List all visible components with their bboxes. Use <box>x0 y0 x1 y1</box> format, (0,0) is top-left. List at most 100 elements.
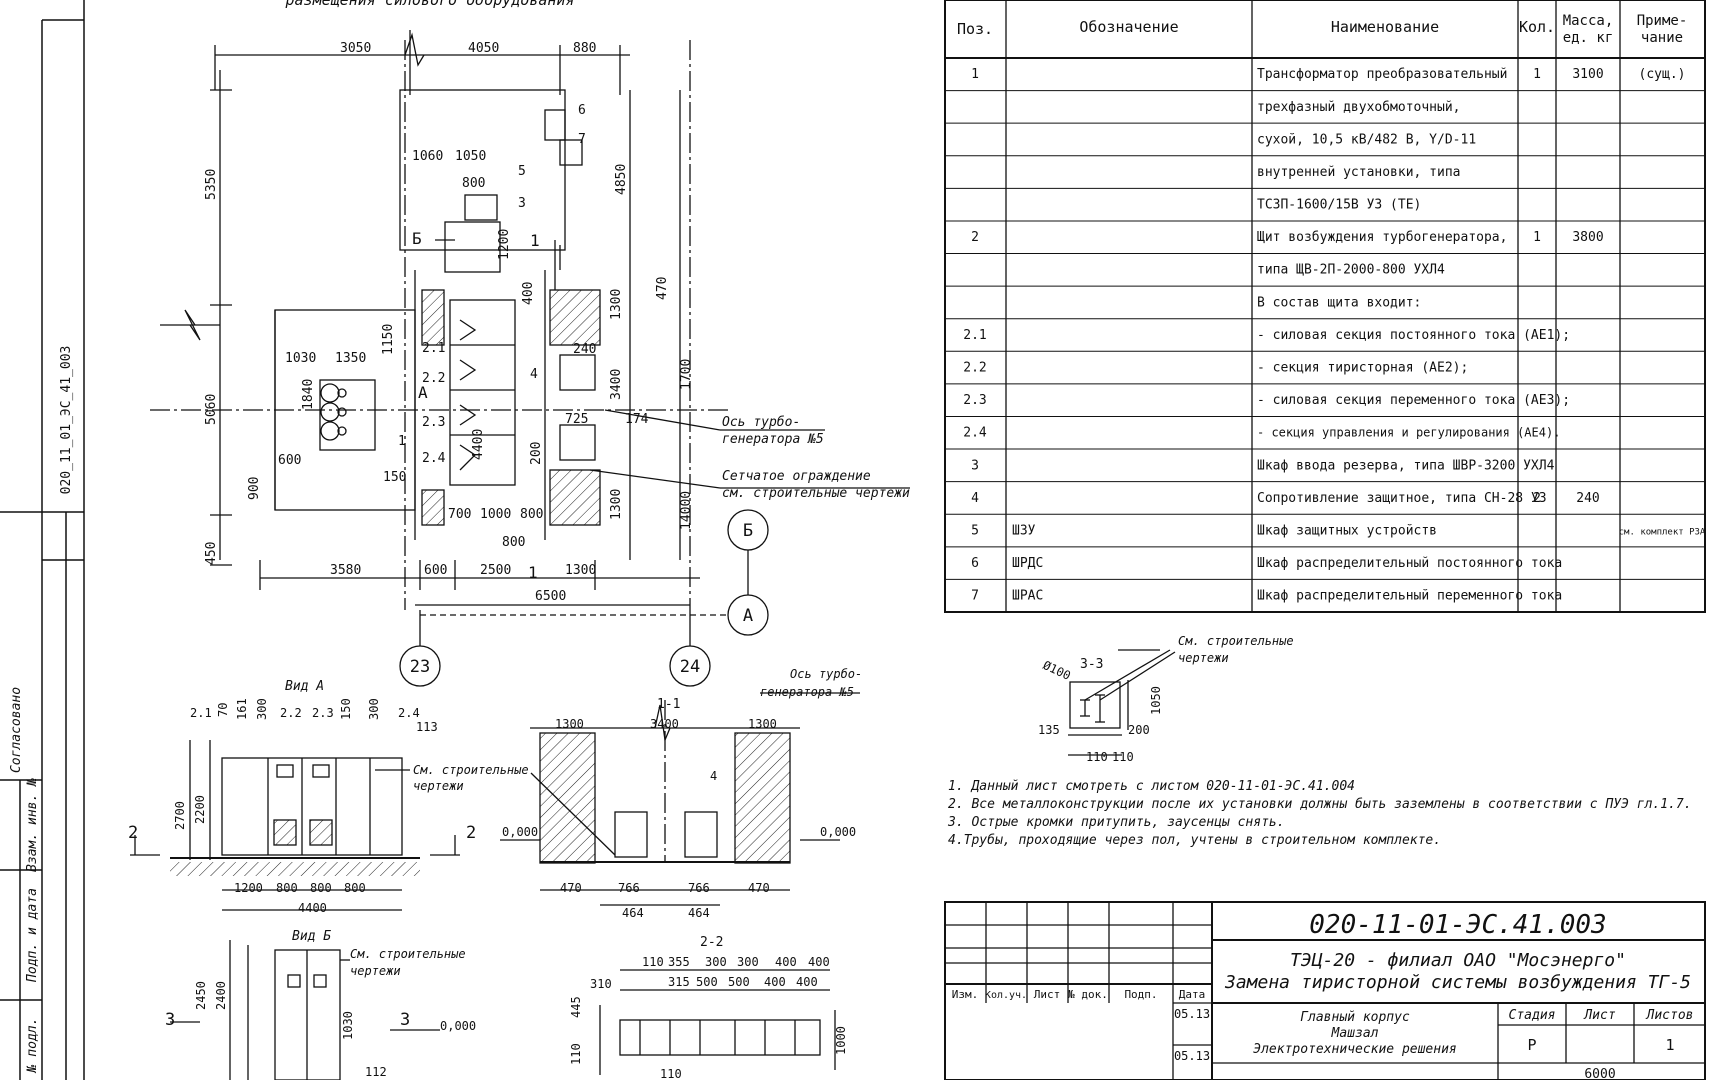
section-3-3-note-2: чертежи <box>1178 651 1229 665</box>
view-a-dim-top-8: 300 <box>367 698 381 720</box>
title-date-1: 05.13 <box>1174 1007 1210 1021</box>
plan-dim-inner-3: 800 <box>462 176 485 191</box>
title-sheets-value: 1 <box>1665 1036 1674 1054</box>
spec-cell-r9-c0: 2.2 <box>963 360 986 375</box>
spec-header-name: Наименование <box>1331 18 1439 36</box>
plan-label-5: 5 <box>518 164 526 179</box>
spec-cell-r10-c0: 2.3 <box>963 393 986 408</box>
spec-cell-r5-c4: 3800 <box>1572 230 1603 245</box>
title-bottom-value: 6000 <box>1584 1067 1615 1080</box>
section-1-1-dim-bottom-2: 766 <box>618 881 640 895</box>
plan-label-b: Б <box>412 229 422 248</box>
plan-fence-text-1: Сетчатое ограждение <box>722 469 871 484</box>
view-a-marker-right: 2 <box>466 823 476 843</box>
plan-label-section-1-bottom: 1 <box>528 563 538 582</box>
title-col-change: Изм. <box>952 988 979 1001</box>
spec-cell-r15-c2: Шкаф распределительный постоянного тока <box>1257 556 1562 571</box>
section-2-2-dim-left-2: 445 <box>569 996 583 1018</box>
section-1-1-label-4: 4 <box>710 769 717 783</box>
section-1-1-dim-bottom-1: 470 <box>560 881 582 895</box>
section-2-2-dim-top2-5: 400 <box>796 975 818 989</box>
plan-dim-inner-8: 1150 <box>381 324 396 355</box>
view-a-dim-top-4: 300 <box>255 698 269 720</box>
spec-cell-r16-c0: 7 <box>971 589 979 604</box>
title-date-2: 05.13 <box>1174 1049 1210 1063</box>
view-marker-a: A <box>743 606 753 626</box>
spec-cell-r0-c0: 1 <box>971 67 979 82</box>
section-2-2-dim-top1-4: 300 <box>737 955 759 969</box>
section-3-3-note-1: См. строительные <box>1178 634 1294 648</box>
spec-cell-r12-c2: Шкаф ввода резерва, типа ШВР-3200 УХЛ4 <box>1257 458 1555 473</box>
top-title: размещения силового оборудования <box>285 0 575 9</box>
spec-header-mass: Масса,ед. кг <box>1563 13 1614 46</box>
plan-dim-total-bottom: 6500 <box>535 589 566 604</box>
view-a-dim-bottom-2: 800 <box>276 881 298 895</box>
side-label-sign: Подп. и дата <box>25 888 40 983</box>
spec-cell-r14-c2: Шкаф защитных устройств <box>1257 523 1437 538</box>
section-3-3-dim-4: 110 <box>1086 750 1108 764</box>
plan-texts: 3050 4050 880 5350 5060 450 4850 470 170… <box>204 41 910 677</box>
plan-dim-right-1: 4850 <box>614 164 629 195</box>
section-3-3-drawing <box>1068 649 1176 756</box>
plan-fence-text-2: см. строительные чертежи <box>722 486 910 501</box>
title-block-project-1: ТЭЦ-20 - филиал ОАО "Мосэнерго" <box>1290 950 1626 971</box>
view-a-dim-top-6: 2.3 <box>312 706 334 720</box>
title-stage-label: Стадия <box>1509 1008 1556 1023</box>
view-a-dim-bottom-4: 800 <box>344 881 366 895</box>
plan-label-6: 6 <box>578 103 586 118</box>
plan-dim-inner-5: 400 <box>521 282 536 305</box>
section-2-2-texts: 2-2 110 355 300 300 400 400 315 500 500 … <box>569 935 848 1080</box>
spec-cell-r0-c3: 1 <box>1533 67 1541 82</box>
plan-axis-text-1: Ось турбо- <box>722 415 800 430</box>
spec-cell-r11-c0: 2.4 <box>963 426 987 441</box>
spec-cell-r6-c2: типа ЩВ-2П-2000-800 УХЛ4 <box>1257 263 1445 278</box>
spec-cell-r11-c2: - секция управления и регулирования (АЕ4… <box>1257 426 1560 440</box>
plan-dim-inner-22: 800 <box>520 507 543 522</box>
section-2-2-dim-top2-2: 500 <box>696 975 718 989</box>
spec-cell-r5-c2: Щит возбуждения турбогенератора, <box>1257 230 1507 245</box>
view-marker-b: Б <box>743 521 753 541</box>
spec-header-qty: Кол. <box>1519 18 1555 36</box>
plan-dim-bottom-2: 600 <box>424 563 447 578</box>
spec-cell-r16-c2: Шкаф распределительный переменного тока <box>1257 589 1562 604</box>
plan-label-2-1: 2.1 <box>422 341 445 356</box>
spec-cell-r15-c0: 6 <box>971 556 979 571</box>
section-3-3-dim-2: 200 <box>1128 723 1150 737</box>
title-sheets-label: Листов <box>1646 1008 1694 1023</box>
plan-label-section-1-top: 1 <box>530 231 540 250</box>
section-1-1-dim-top-2: 3400 <box>650 717 679 731</box>
spec-cell-r1-c2: трехфазный двухобмоточный, <box>1257 100 1461 115</box>
spec-cell-r8-c2: - силовая секция постоянного тока (АЕ1); <box>1257 328 1570 343</box>
section-3-3-dim-3: 135 <box>1038 723 1060 737</box>
section-1-1-level-left: 0,000 <box>502 825 538 839</box>
section-2-2-dim-top1-5: 400 <box>775 955 797 969</box>
spec-cell-r13-c2: Сопротивление защитное, типа СН-28 У3 <box>1257 491 1547 506</box>
plan-dim-inner-24: 4400 <box>471 429 486 460</box>
title-block-code: 020-11-01-ЭС.41.003 <box>1309 910 1606 940</box>
section-2-2-dim-bottom-1: 110 <box>660 1067 682 1080</box>
spec-cell-r4-c2: ТСЗП-1600/15В У3 (ТЕ) <box>1257 198 1421 213</box>
plan-dim-right-3: 1700 <box>679 359 694 390</box>
view-b-dim-left-3: 1030 <box>341 1011 355 1040</box>
section-1-1-dim-bottom2-1: 464 <box>622 906 644 920</box>
plan-dim-inner-18: 200 <box>529 442 544 465</box>
section-2-2-dim-top1-2: 355 <box>668 955 690 969</box>
view-a-dim-top-7: 150 <box>339 698 353 720</box>
note-3: 3. Острые кромки притупить, заусенцы сня… <box>947 815 1285 830</box>
view-b-note-2: чертежи <box>350 964 401 978</box>
view-a-dim-total: 4400 <box>298 901 327 915</box>
section-1-1-drawing <box>500 692 860 906</box>
plan-label-2-4: 2.4 <box>422 451 446 466</box>
spec-table-grid <box>944 0 1706 613</box>
section-2-2-dim-top2-3: 500 <box>728 975 750 989</box>
plan-dim-inner-1: 1060 <box>412 149 443 164</box>
section-2-2-drawing <box>599 969 836 1075</box>
plan-label-3: 3 <box>518 196 526 211</box>
title-object-2: Машзал <box>1331 1026 1379 1041</box>
spec-header-note: Приме-чание <box>1637 13 1688 46</box>
plan-dim-inner-11: 150 <box>383 470 406 485</box>
section-3-3-texts: 3-3 Ø100 1050 200 135 110 110 См. строит… <box>1038 634 1294 764</box>
plan-dim-inner-19: 1300 <box>609 489 624 520</box>
section-1-1-dim-top-1: 1300 <box>555 717 584 731</box>
view-a-dim-bottom-1: 1200 <box>234 881 263 895</box>
